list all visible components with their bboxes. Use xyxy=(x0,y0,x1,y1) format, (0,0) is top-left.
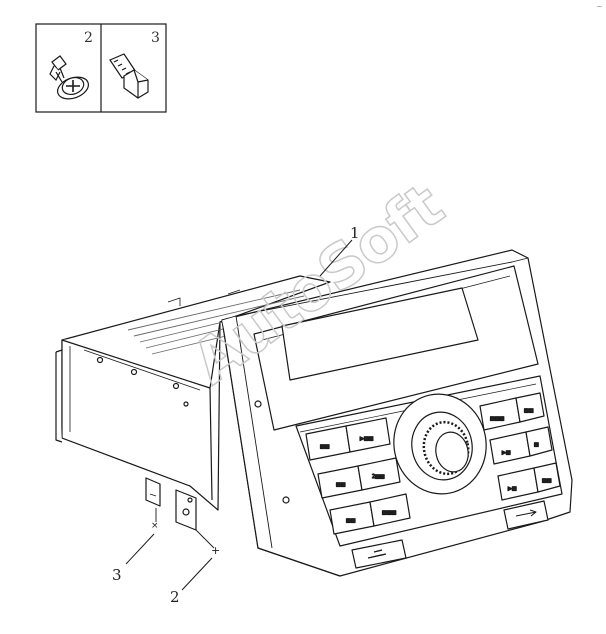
callout-right-screw: + 2 xyxy=(170,529,220,606)
inset-label-3: 3 xyxy=(151,30,160,46)
chassis-hole xyxy=(172,382,180,390)
corner-mark: ~ xyxy=(596,2,603,11)
button-glyph: ▶■ xyxy=(502,450,511,456)
menu-button[interactable] xyxy=(515,392,545,423)
chassis-hole xyxy=(183,401,189,407)
leader-line xyxy=(181,557,213,591)
screw-marker-left: × xyxy=(151,521,159,531)
callout-label-2: 2 xyxy=(170,588,180,606)
button-glyph: ■■ xyxy=(346,518,356,524)
mounting-bracket-right xyxy=(175,489,197,531)
bezel-screw xyxy=(282,496,290,504)
button-glyph: ▶■■ xyxy=(360,436,374,442)
bottom-slot-button[interactable] xyxy=(351,539,407,569)
button-glyph: ■■ xyxy=(542,478,552,484)
hex-bolt-icon xyxy=(109,53,149,99)
mounting-bracket-left xyxy=(145,477,161,507)
fastener-inset: 2 3 xyxy=(35,23,167,113)
mute-button[interactable] xyxy=(525,426,553,457)
leader-line xyxy=(125,533,155,565)
callout-label-1: 1 xyxy=(350,224,360,242)
play-pause-button[interactable] xyxy=(357,457,401,491)
eject-button[interactable] xyxy=(533,462,561,493)
seek-prev-button[interactable] xyxy=(369,493,411,527)
usb-icon xyxy=(515,509,537,517)
aux-icon xyxy=(367,549,387,559)
callout-left-screw: × 3 xyxy=(112,508,159,584)
usb-port[interactable] xyxy=(503,500,549,530)
bezel-screw xyxy=(254,400,262,408)
left-button-cluster: ■■ ▶■■ ■■ 2■■ ■■ ■■■ xyxy=(305,417,411,535)
callout-label-3: 3 xyxy=(112,566,122,584)
leader-line xyxy=(319,239,353,277)
volume-knob[interactable] xyxy=(385,386,496,503)
flange-screw-icon xyxy=(49,55,90,100)
button-glyph: ■■ xyxy=(524,408,534,414)
seek-next-button[interactable] xyxy=(345,417,391,453)
button-glyph: ▶■ xyxy=(508,486,517,492)
head-unit-assembly: ■■ ▶■■ ■■ 2■■ ■■ ■■■ ■■■ ■■ ▶■ ■ ▶■ xyxy=(55,249,573,577)
button-glyph: ■■■ xyxy=(490,416,504,422)
button-glyph: ■■ xyxy=(320,444,330,450)
callout-head-unit: 1 xyxy=(319,224,360,277)
right-button-cluster: ■■■ ■■ ▶■ ■ ▶■ ■■ xyxy=(479,392,561,501)
display-screen xyxy=(281,287,479,381)
button-glyph: ■ xyxy=(534,442,539,448)
screw-axis xyxy=(195,529,215,549)
screw-marker-right: + xyxy=(211,544,220,557)
button-glyph: ■■ xyxy=(336,482,346,488)
radio-chassis xyxy=(55,275,331,511)
chassis-hole xyxy=(96,356,104,364)
button-glyph: 2■■ xyxy=(372,474,385,480)
chassis-hole xyxy=(130,368,138,376)
inset-label-2: 2 xyxy=(84,30,93,46)
button-glyph: ■■■ xyxy=(382,510,396,516)
